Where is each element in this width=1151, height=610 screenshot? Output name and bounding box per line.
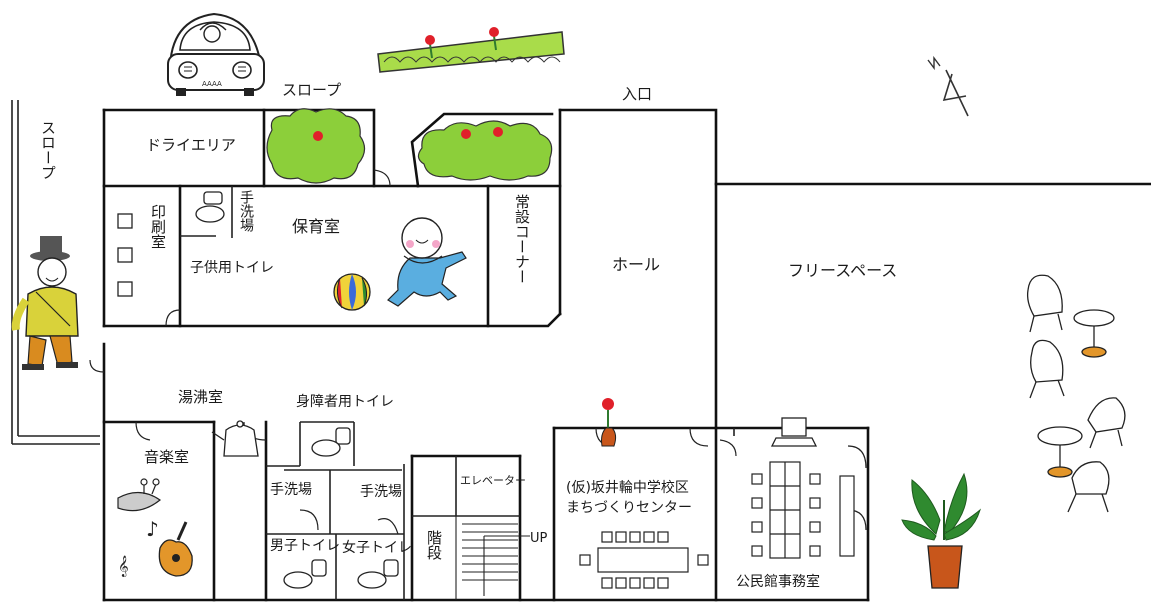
compass-icon — [927, 55, 969, 117]
car-icon: AAAA — [167, 12, 265, 96]
slope-left-label: スロープ — [39, 120, 57, 180]
flower-bed-icon — [377, 27, 565, 73]
print-room-boxes — [117, 213, 133, 297]
kids-toilet-label: 子供用トイレ — [190, 260, 274, 276]
stairs-label: 階段 — [425, 530, 443, 560]
elevator-label: エレベーター — [460, 474, 526, 487]
free-space-label: フリースペース — [788, 261, 897, 280]
bush-icon — [266, 108, 553, 184]
up-label: UP — [530, 531, 548, 546]
slope-left — [11, 100, 100, 445]
center-line2-label: まちづくりセンター — [566, 500, 692, 516]
hall-label: ホール — [612, 255, 660, 274]
chair-icon — [1026, 274, 1126, 513]
slope-top-label: スロープ — [282, 81, 341, 99]
vase-icon — [601, 398, 617, 447]
accessible-toilet-label: 身障者用トイレ — [296, 394, 394, 410]
old-man-icon — [11, 236, 79, 370]
entrance-label: 入口 — [622, 85, 652, 103]
boiling-room-label: 湯沸室 — [178, 388, 223, 406]
womens-toilet-label: 女子トイレ — [342, 539, 412, 556]
laptop-icon — [770, 417, 818, 447]
office-label: 公民館事務室 — [736, 573, 820, 590]
gramophone-icon: ♪ 𝄞 — [117, 478, 162, 577]
ball-icon — [333, 273, 371, 311]
center-table — [579, 531, 709, 589]
table-icon — [1037, 309, 1115, 478]
handwash-right-label: 手洗場 — [360, 484, 402, 500]
center-line1-label: (仮)坂井輪中学校区 — [566, 479, 689, 496]
corner-label: 常設コーナー — [513, 194, 531, 284]
handwash-left-label: 手洗場 — [270, 482, 312, 498]
toilet-icon — [195, 191, 225, 223]
svg-text:𝄞: 𝄞 — [118, 556, 129, 577]
toilet-icon — [283, 559, 399, 589]
print-room-label: 印刷室 — [149, 204, 167, 249]
baby-icon — [387, 217, 467, 307]
handwash-top-label: 手洗場 — [238, 190, 254, 232]
building-walls — [102, 108, 1151, 602]
kettle-icon — [211, 420, 259, 457]
plant-icon — [901, 472, 981, 589]
nursery-label: 保育室 — [292, 217, 340, 236]
guitar-icon — [158, 521, 193, 577]
svg-text:♪: ♪ — [146, 517, 159, 541]
stairs — [455, 516, 530, 600]
car-plate: AAAA — [202, 80, 222, 88]
mens-toilet-label: 男子トイレ — [270, 538, 340, 554]
office-desks — [751, 461, 855, 559]
dry-area-label: ドライエリア — [146, 136, 236, 154]
music-room-label: 音楽室 — [144, 448, 189, 466]
toilet-icon — [311, 427, 351, 457]
